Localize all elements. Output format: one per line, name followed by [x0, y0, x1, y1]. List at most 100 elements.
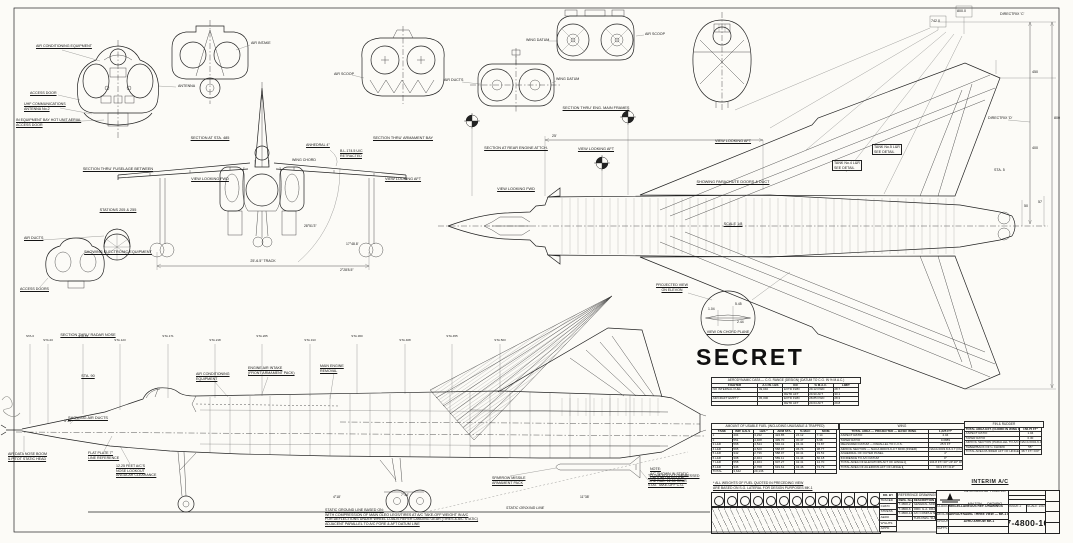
table-cell — [815, 468, 837, 475]
label-angle-d: 7°44' — [401, 493, 409, 497]
label-dim-450: 450 — [1032, 70, 1038, 74]
revision-cell — [855, 493, 868, 507]
table-cell: 55° — [1018, 444, 1043, 451]
chord-plane-detail — [700, 271, 791, 346]
table-row: TOTAL AREA OF AILERONS AFT OF HINGE ℄69.… — [839, 464, 964, 470]
section-rear-engine — [461, 48, 562, 112]
revision-circle-strip — [711, 492, 881, 508]
table-row: DWG. No.DESCRIPTION (TITLE) — [896, 497, 936, 504]
revision-hatch-block — [711, 506, 881, 534]
label-tank4: TANK No.4 L&R SEE DETAIL — [832, 160, 862, 172]
table-row: TOTAL AREA EXT. (CHORD IN WING REF. CHOR… — [964, 426, 1043, 433]
revision-cell — [751, 493, 764, 507]
table-cell: 3,642 — [731, 468, 754, 475]
label-tank5: TANK No.5 L&R SEE DETAIL — [872, 144, 902, 156]
plan-view — [438, 5, 1056, 390]
caption-section-eng-frames: SECTION THRU' ENG. MAIN FRAMES VIEW LOOK… — [562, 106, 630, 152]
table-cell: AIRFOIL SECTION — NACA 0003.5-6-3.7 MOD … — [839, 446, 929, 453]
port-wing — [639, 255, 1001, 390]
section-nose-bay — [39, 228, 131, 289]
revision-cell — [712, 493, 725, 507]
revision-cell — [829, 493, 842, 507]
table-cell: TOTAL AREA — PROJECTED — BASIC WING — [839, 428, 929, 435]
section-sta-485 — [171, 20, 251, 104]
location-line: MALTON — ONTARIO — [961, 502, 1009, 505]
label-chord-dim-b: 2.44 — [737, 320, 744, 324]
table-cell: 38.7 FT² ±30° — [1018, 449, 1043, 455]
label-flat-plate: FLAT PLATE 7° LINE REFERENCE — [88, 451, 120, 460]
table-cell: 1,225 FT² — [927, 428, 964, 435]
fuel-footnote: * ALL WEIGHTS OF FUEL QUOTED IN PRECEDIN… — [713, 481, 813, 491]
section-engine-frames — [548, 9, 645, 61]
label-air-scoop-2: AIR SCOOP — [645, 32, 665, 36]
caption-section-sta485: SECTION AT STA. 485 VIEW LOOKING FWD — [190, 136, 230, 182]
starboard-wing — [639, 62, 1001, 197]
table-row: TOTAL AREA RUDDER AFT OF HINGE ℄38.7 FT²… — [964, 449, 1043, 455]
pencil-scribble — [1, 396, 21, 417]
table-cell: MOM. — [815, 428, 837, 435]
table-cell: 2.04 — [927, 433, 964, 439]
label-air-ducts: AIR DUCTS — [444, 78, 464, 82]
label-track-dim: 25'-6.5" TRACK — [250, 259, 276, 263]
table-cell: A/C COMPLETE EQUIP'T LIST — [912, 511, 936, 517]
table-fin-rudder: TOTAL AREA EXT. (CHORD IN WING REF. CHOR… — [964, 426, 1043, 455]
table-cell: 25.5 FT — [927, 442, 964, 448]
company-line: AVRO AIRCRAFT LIMITED — [964, 490, 1006, 494]
caption-section-rear-engine: SECTION AT REAR ENGINE ATTCH. VIEW LOOKI… — [484, 146, 548, 192]
label-ground-line: STATIC GROUND LINE — [506, 506, 545, 510]
table-cell: DWG. No. — [896, 497, 914, 504]
label-compressed: TO THE FULLY COMPRESSED TIRE RAD. 12.50 … — [648, 474, 700, 488]
label-anhedral: ANHEDRAL 4° — [306, 143, 330, 147]
label-angle-c: 4°18' — [333, 495, 341, 499]
wing-fan-hatch — [430, 296, 612, 440]
station-label: STA.73 — [78, 334, 88, 338]
table-cell: CHK'D — [879, 503, 897, 510]
scale-value: 1/50 — [1038, 504, 1045, 508]
table-cell: RETD AFT — [782, 400, 809, 407]
secret-classification-stamp: SECRET — [696, 344, 805, 370]
revision-cell — [764, 493, 777, 507]
table-row: AIRFOIL SECTION — NACA 0003.5-6-3.7 MOD … — [839, 446, 964, 453]
wing-fan-lines — [429, 295, 613, 441]
label-nose-angle: 3°30' — [64, 419, 72, 423]
caption-section-fuselage: SECTION THRU' FUSELAGE BETWEEN STATIONS … — [82, 167, 154, 254]
section-tail-view — [692, 12, 752, 110]
company-name: AVRO AIRCRAFT LIMITED MALTON — ONTARIO — [961, 490, 1009, 505]
label-engine-removal: MAIN ENGINE REMOVAL — [320, 364, 344, 373]
table-cell: 1.04 — [1018, 431, 1043, 437]
table-cell: TOTAL AREA RUDDER AFT OF HINGE ℄ — [964, 449, 1020, 455]
scale-label: SCALE — [1027, 504, 1038, 508]
revision-cell — [777, 493, 790, 507]
label-wing-datum-2: WING DATUM — [526, 38, 550, 42]
label-air-cond-side: AIR CONDITIONING EQUIPMENT — [196, 372, 230, 381]
table-cell — [710, 400, 759, 407]
label-directrix-d: DIRECTRIX 'D' — [988, 116, 1013, 120]
label-chord-caption: VIEW ON CHORD PLANE — [706, 330, 750, 334]
table-cell: DESCRIPTION (TITLE) — [912, 497, 936, 504]
avro-logo-icon — [940, 493, 960, 503]
label-tab-742: 742.0 — [931, 19, 940, 23]
table-cell — [773, 468, 796, 475]
table-cell: 29.64 AFT — [807, 400, 834, 407]
sheet-frame — [13, 7, 1060, 533]
label-dim-57: 57 — [1038, 200, 1042, 204]
front-view — [117, 82, 407, 270]
table-cell: 7-4800-14 — [896, 511, 914, 517]
table-cell: TOTAL AREA EXT. (CHORD IN WING REF. CHOR… — [964, 426, 1020, 433]
side-view — [0, 295, 710, 513]
station-label: STA.455 — [446, 334, 458, 338]
section-armament-bay — [351, 26, 445, 104]
supplt-value-cell — [948, 526, 1010, 534]
caption-tail-view: VIEW LOOKING AFT SHOWING PARACHUTE DOORS… — [696, 139, 770, 226]
table-cell: 0° — [927, 455, 964, 462]
table-row: THIS DWG. SUPERSEDES ISSUE 1 — [896, 515, 936, 522]
station-label: STA.360 — [351, 334, 363, 338]
